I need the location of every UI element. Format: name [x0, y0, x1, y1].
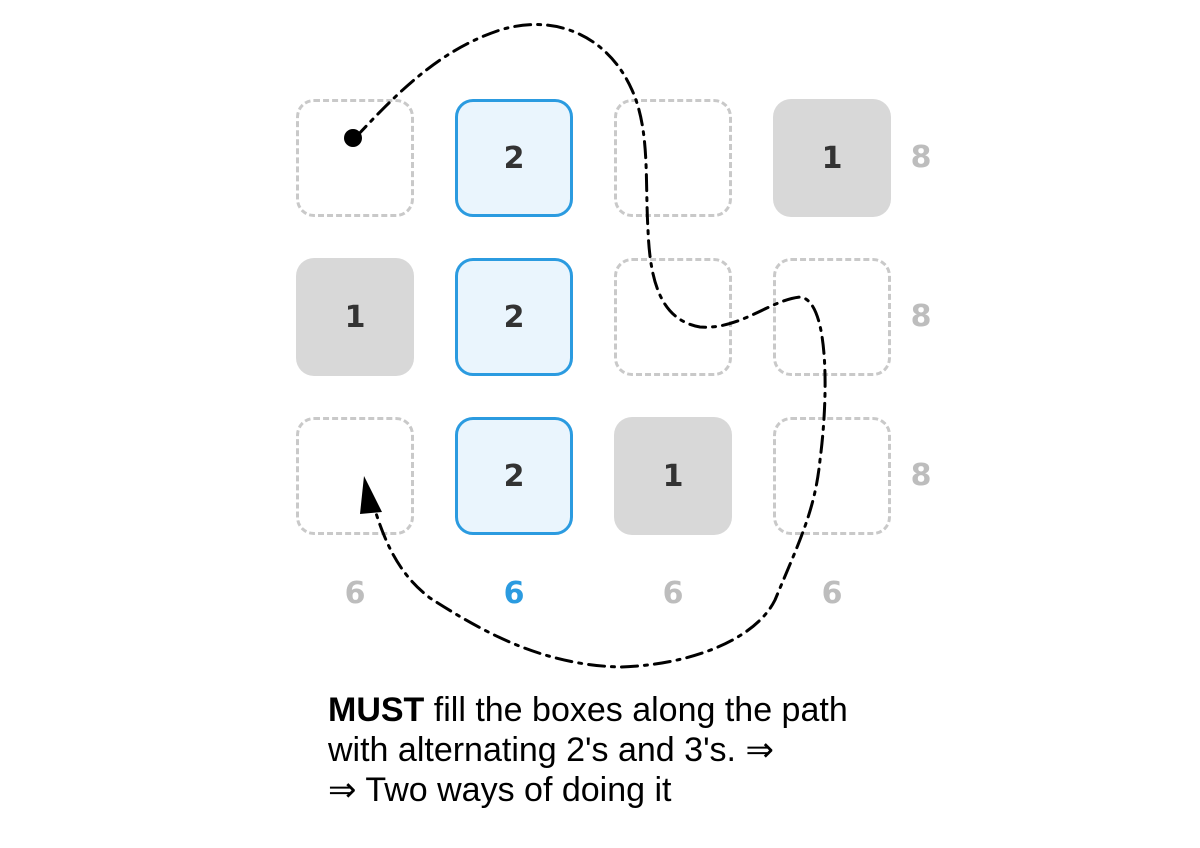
grid-cell-r2-c4[interactable]	[773, 258, 891, 376]
col-sum-4: 6	[821, 576, 843, 611]
col-sum-2: 6	[503, 576, 525, 611]
grid-cell-r3-c1[interactable]	[296, 417, 414, 535]
col-sum-1: 6	[344, 576, 366, 611]
grid-cell-r2-c1: 1	[296, 258, 414, 376]
grid-cell-r1-c4: 1	[773, 99, 891, 217]
row-sum-3: 8	[910, 458, 932, 493]
grid-cell-r3-c4[interactable]	[773, 417, 891, 535]
grid-cell-r1-c3[interactable]	[614, 99, 732, 217]
caption: MUST fill the boxes along the path with …	[328, 690, 928, 810]
grid-cell-r3-c3: 1	[614, 417, 732, 535]
caption-line-1-rest: fill the boxes along the path	[424, 691, 848, 729]
caption-line-1: MUST fill the boxes along the path	[328, 690, 928, 730]
grid-cell-r3-c2: 2	[455, 417, 573, 535]
grid-cell-r1-c2: 2	[455, 99, 573, 217]
grid-cell-r2-c3[interactable]	[614, 258, 732, 376]
grid-cell-r1-c1[interactable]	[296, 99, 414, 217]
col-sum-3: 6	[662, 576, 684, 611]
row-sum-2: 8	[910, 299, 932, 334]
grid-cell-r2-c2: 2	[455, 258, 573, 376]
caption-bold: MUST	[328, 691, 425, 729]
caption-line-3: ⇒ Two ways of doing it	[328, 771, 672, 809]
row-sum-1: 8	[910, 140, 932, 175]
caption-line-2: with alternating 2's and 3's. ⇒	[328, 731, 774, 769]
